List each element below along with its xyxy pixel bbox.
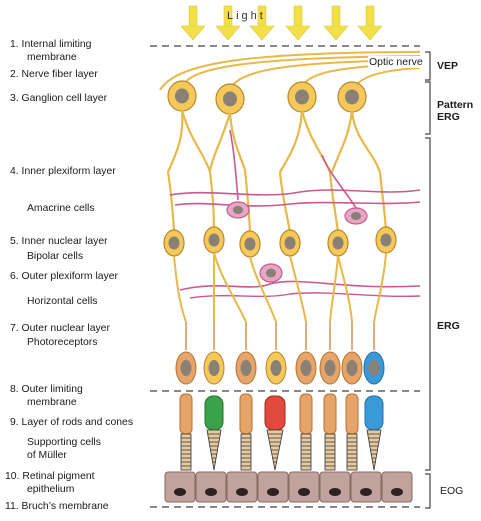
vep-label: VEP	[437, 60, 459, 72]
muller-cells-label-cont: of Müller	[27, 450, 67, 461]
rod	[239, 393, 253, 435]
outer-segments	[180, 429, 382, 471]
optic-nerve-label: Optic nerve	[368, 56, 424, 68]
light-arrow	[180, 5, 206, 41]
layer-11-label: 11. Bruch’s membrane	[5, 501, 109, 512]
bipolar-dendrites	[173, 252, 387, 323]
layer-5-label: 5. Inner nuclear layer	[10, 236, 108, 247]
layer-10-label-cont: epithelium	[27, 484, 75, 495]
layer-2-label: 2. Nerve fiber layer	[10, 69, 98, 80]
outer-segment	[324, 433, 336, 471]
light-arrows	[180, 5, 383, 41]
ganglion-cell	[337, 81, 367, 113]
photoreceptor-soma	[295, 351, 317, 385]
photoreceptor-soma	[341, 351, 363, 385]
outer-segment	[266, 429, 284, 471]
outer-segment	[366, 429, 382, 471]
layer-8-label: 8. Outer limiting	[10, 384, 83, 395]
rod	[299, 393, 313, 435]
photoreceptor-soma	[265, 351, 287, 385]
pattern-erg-label: Pattern	[437, 99, 474, 111]
layer-9-label: 9. Layer of rods and cones	[10, 417, 134, 428]
light-arrow	[357, 5, 383, 41]
photoreceptor-nuclei	[175, 351, 385, 385]
outer-segment	[346, 433, 358, 471]
retinal-pigment-epithelium	[164, 471, 413, 503]
horizontal-cells-label: Horizontal cells	[27, 296, 98, 307]
outer-segment	[180, 433, 192, 471]
layer-3-label: 3. Ganglion cell layer	[10, 93, 108, 104]
amacrine-cell	[226, 201, 250, 219]
bipolar-cell	[375, 226, 397, 254]
photoreceptor-soma	[235, 351, 257, 385]
outer-segment	[240, 433, 252, 471]
red-cone	[264, 395, 286, 431]
muller-cells-label: Supporting cells	[27, 437, 101, 448]
rods-and-cones	[179, 393, 384, 435]
amacrine-cell	[344, 207, 368, 225]
rod	[179, 393, 193, 435]
ganglion-cell	[287, 81, 317, 113]
recording-brackets	[425, 51, 431, 509]
light-arrow	[323, 5, 349, 41]
photoreceptor-soma	[175, 351, 197, 385]
photoreceptors-label: Photoreceptors	[27, 337, 98, 348]
light-label: Light	[227, 10, 266, 22]
bipolar-cell	[239, 230, 261, 258]
eog-label: EOG	[440, 485, 464, 497]
photoreceptor-soma	[319, 351, 341, 385]
layer-7-label: 7. Outer nuclear layer	[10, 323, 110, 334]
photoreceptor-soma	[363, 351, 385, 385]
layer-8-label-cont: membrane	[27, 397, 77, 408]
photoreceptor-soma	[203, 351, 225, 385]
ganglion-cell	[167, 80, 197, 112]
layer-10-label: 10. Retinal pigment	[5, 471, 95, 482]
outer-segment	[300, 433, 312, 471]
rod	[345, 393, 359, 435]
bipolar-cell	[279, 229, 301, 257]
green-cone	[204, 395, 224, 431]
amacrine-cells-label: Amacrine cells	[27, 203, 95, 214]
erg-label: ERG	[437, 320, 460, 332]
bipolar-cell	[203, 226, 225, 254]
amacrine-processes	[169, 129, 421, 209]
bipolar-cell	[163, 229, 185, 257]
bipolar-cells	[163, 226, 397, 258]
amacrine-cells	[226, 201, 368, 225]
photoreceptor-stalks	[185, 322, 375, 350]
light-arrow	[285, 5, 311, 41]
blue-cone	[364, 395, 384, 431]
rpe-nuclei	[174, 488, 403, 496]
pattern-erg-label-cont: ERG	[437, 111, 460, 123]
layer-4-label: 4. Inner plexiform layer	[10, 166, 116, 177]
layer-6-label: 6. Outer plexiform layer	[10, 271, 118, 282]
rod	[323, 393, 337, 435]
layer-1-label-cont: membrane	[27, 52, 77, 63]
bipolar-cell	[327, 229, 349, 257]
bipolar-cells-label: Bipolar cells	[27, 251, 84, 262]
ganglion-cells	[167, 80, 367, 115]
outer-segment	[206, 429, 222, 471]
layer-1-label: 1. Internal limiting	[10, 39, 92, 50]
ganglion-cell	[215, 83, 245, 115]
